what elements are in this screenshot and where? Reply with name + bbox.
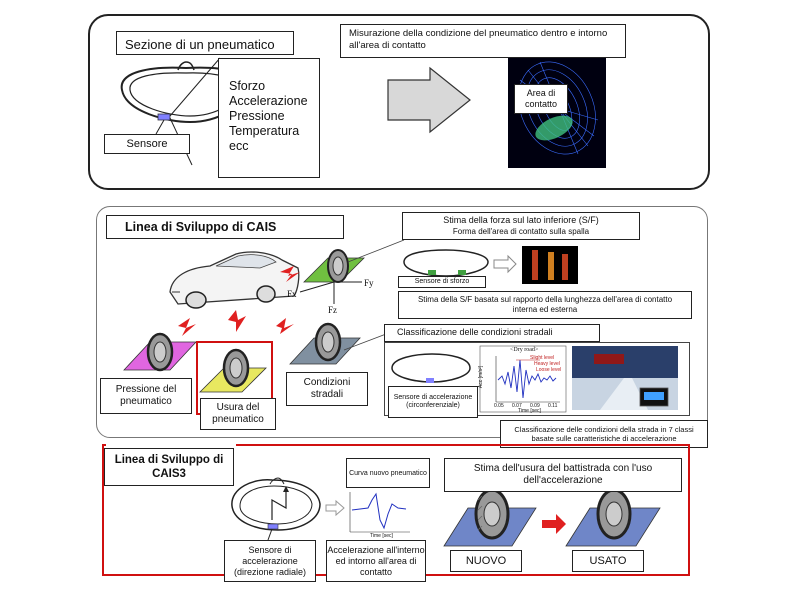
measure-title-box: Misurazione della condizione del pneumat… [340, 24, 626, 58]
wear-title-box: Stima dell'usura del battistrada con l'u… [444, 458, 682, 492]
graph-tick: 0.09 [530, 403, 540, 409]
graph-legend-item: Heavy level [534, 361, 560, 367]
cais3-title-box: Linea di Sviluppo di CAIS3 [104, 448, 234, 486]
wear-label: Usura del pneumatico [212, 402, 264, 425]
radial-sensor-label: Sensore di accelerazione (direzione radi… [233, 544, 307, 577]
curve-title: Curva nuovo pneumatico [349, 469, 427, 477]
road-title: Classificazione delle condizioni stradal… [397, 327, 553, 337]
cais-title: Linea di Sviluppo di CAIS [125, 220, 277, 234]
graph-legend-item: Slight level [530, 355, 555, 361]
new-label-box: NUOVO [450, 550, 522, 572]
force-fx: Fx [287, 289, 297, 299]
cais-panel [96, 206, 708, 438]
section-title-box: Sezione di un pneumatico [116, 31, 294, 55]
road-desc: Classificazione delle condizioni della s… [514, 425, 694, 443]
cais3-red-top [236, 444, 690, 446]
top-panel [88, 14, 710, 190]
accel-desc-box: Accelerazione all'interno ed intorno all… [326, 540, 426, 582]
graph-title: <Dry road> [510, 347, 539, 353]
force-fz: Fz [328, 305, 337, 315]
force-title-box: Stima della forza sul lato inferiore (S/… [402, 212, 640, 240]
used-label: USATO [589, 555, 627, 567]
graph-tick: 0.05 [494, 403, 504, 409]
contact-area-box: Area di contatto [514, 84, 568, 114]
road-panel [384, 342, 690, 416]
measure-item: Sforzo [229, 79, 266, 93]
graph-xlabel: Time [sec] [518, 408, 541, 414]
wear-title: Stima dell'usura del battistrada con l'u… [473, 463, 653, 486]
cais3-title: Linea di Sviluppo di CAIS3 [114, 454, 224, 480]
pressure-label-box: Pressione del pneumatico [100, 378, 192, 414]
new-label: NUOVO [465, 555, 507, 567]
pressure-label: Pressione del pneumatico [115, 384, 177, 407]
cais3-red-top-left [102, 444, 106, 446]
radial-sensor-box: Sensore di accelerazione (direzione radi… [224, 540, 316, 582]
measure-item: ecc [229, 139, 249, 153]
force-subtitle: Forma dell'area di contatto sulla spalla [452, 227, 590, 236]
curve-xlabel: Time [sec] [370, 533, 393, 539]
measure-item: Accelerazione [229, 94, 308, 108]
sensor-label-box: Sensore [104, 134, 190, 154]
force-title: Stima della forza sul lato inferiore (S/… [443, 215, 599, 225]
measure-title: Misurazione della condizione del pneumat… [349, 28, 608, 51]
road-label-box: Condizioni stradali [286, 372, 368, 406]
wear-label-box: Usura del pneumatico [200, 398, 276, 430]
contact-area-label: Area di contatto [524, 88, 558, 109]
force-desc-box: Stima della S/F basata sul rapporto dell… [398, 291, 692, 319]
sensor-label: Sensore [126, 138, 168, 150]
cais-title-box: Linea di Sviluppo di CAIS [106, 215, 344, 239]
measure-item: Pressione [229, 109, 285, 123]
road-label: Condizioni stradali [303, 377, 351, 400]
graph-ylabel: Acc [m/s²] [478, 365, 485, 389]
accel-desc: Accelerazione all'interno ed intorno all… [327, 544, 425, 577]
road-desc-box: Classificazione delle condizioni della s… [500, 420, 708, 448]
road-title-box: Classificazione delle condizioni stradal… [384, 324, 600, 342]
graph-legend-item: Loose level [536, 367, 562, 373]
measure-item: Temperatura [229, 124, 300, 138]
curve-title-box: Curva nuovo pneumatico [346, 458, 430, 488]
strain-sensor-box: Sensore di sforzo [398, 276, 486, 288]
graph-tick: 0.11 [548, 403, 558, 409]
force-fy: Fy [364, 278, 374, 288]
accel-sensor-label: Sensore di accelerazione (circonferenzia… [393, 394, 473, 409]
strain-sensor-label: Sensore di sforzo [414, 278, 470, 285]
used-label-box: USATO [572, 550, 644, 572]
accel-sensor-box: Sensore di accelerazione (circonferenzia… [388, 386, 478, 418]
graph-tick: 0.07 [512, 403, 522, 409]
force-desc: Stima della S/F basata sul rapporto dell… [417, 295, 673, 314]
section-title: Sezione di un pneumatico [125, 37, 275, 52]
measures-box: Sforzo Accelerazione Pressione Temperatu… [218, 58, 320, 178]
